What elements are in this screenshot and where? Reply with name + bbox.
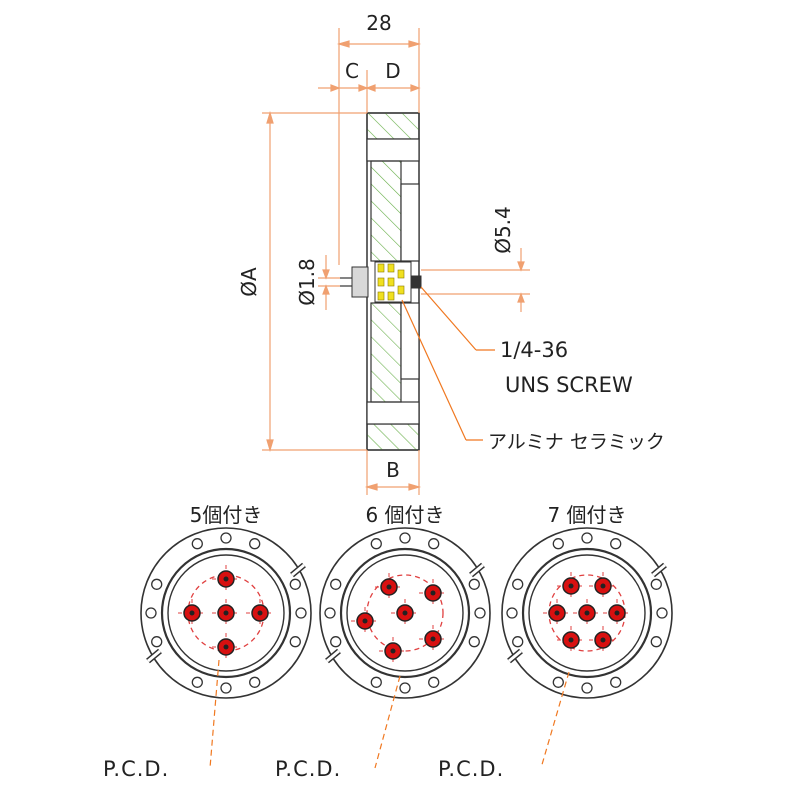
flange-front-7 <box>501 527 673 699</box>
bolt-hole <box>289 636 301 648</box>
pin-center <box>189 610 195 616</box>
pin-center <box>386 584 392 590</box>
bolt-hole <box>552 538 564 550</box>
screw-callout-line1: 1/4-36 <box>500 338 568 362</box>
bolt-hole <box>610 676 622 688</box>
flange-front-5 <box>140 527 312 699</box>
ceramic-insert <box>377 263 405 301</box>
bolt-hole <box>650 578 662 590</box>
bolt-hole <box>151 578 163 590</box>
pin-center <box>223 576 229 582</box>
bolt-hole <box>330 578 342 590</box>
pin-center <box>600 637 606 643</box>
side-view <box>340 112 422 451</box>
bolt-hole <box>552 676 564 688</box>
pin-center <box>584 610 590 616</box>
variant-title-6: 6 個付き <box>365 503 444 527</box>
bolt-hole <box>399 532 411 544</box>
dim-d-label: D <box>385 59 400 83</box>
screw-callout-line2: UNS SCREW <box>505 373 633 397</box>
bolt-hole <box>249 676 261 688</box>
bolt-hole <box>324 607 336 619</box>
bolt-hole <box>474 607 486 619</box>
bolt-hole <box>512 578 524 590</box>
flange-bottom-section <box>366 423 420 451</box>
bolt-hole <box>289 578 301 590</box>
bolt-hole <box>249 538 261 550</box>
bolt-hole <box>220 532 232 544</box>
pcd-leaders <box>209 659 570 769</box>
bolt-hole <box>581 682 593 694</box>
callout-leaders <box>401 286 495 441</box>
pin-center <box>430 590 436 596</box>
bolt-hole <box>468 578 480 590</box>
pcd-label-6: P.C.D. <box>275 757 341 781</box>
bolt-hole <box>330 636 342 648</box>
dim-b-label: B <box>386 458 400 482</box>
pin-center <box>568 637 574 643</box>
bolt-hole <box>370 676 382 688</box>
dim-28-label: 28 <box>366 11 391 35</box>
bolt-hole <box>370 538 382 550</box>
pin-center <box>223 644 229 650</box>
pin-center <box>257 610 263 616</box>
bolt-hole <box>295 607 307 619</box>
pin-center <box>362 618 368 624</box>
bolt-hole <box>151 636 163 648</box>
pin-side <box>340 266 422 298</box>
dim-phi-5-4-label: Ø5.4 <box>491 206 515 254</box>
pin-center <box>600 583 606 589</box>
pcd-label-7: P.C.D. <box>438 757 504 781</box>
bolt-hole <box>220 682 232 694</box>
flange-front-6 <box>319 527 491 699</box>
pcd-label-5: P.C.D. <box>103 757 169 781</box>
bolt-hole <box>506 607 518 619</box>
bolt-hole <box>191 676 203 688</box>
dimension-lines <box>262 28 530 495</box>
bolt-hole <box>512 636 524 648</box>
pin-center <box>223 610 229 616</box>
dim-phi-a-label: ØA <box>237 267 261 297</box>
bolt-hole <box>428 538 440 550</box>
variant-title-7: 7 個付き <box>547 503 626 527</box>
pin-center <box>402 610 408 616</box>
pin-center <box>614 610 620 616</box>
bolt-hole <box>581 532 593 544</box>
bolt-hole <box>468 636 480 648</box>
pin-center <box>568 583 574 589</box>
dim-phi-1-8-label: Ø1.8 <box>295 258 319 306</box>
pin-center <box>554 610 560 616</box>
bolt-hole <box>656 607 668 619</box>
ceramic-upper-hatch <box>370 160 402 262</box>
flange-top-section <box>366 112 420 140</box>
ceramic-lower-hatch <box>370 302 402 403</box>
variant-title-5: 5個付き <box>190 503 263 527</box>
bolt-hole <box>145 607 157 619</box>
bolt-hole <box>650 636 662 648</box>
front-views <box>140 527 673 699</box>
pin-center <box>390 648 396 654</box>
bolt-hole <box>428 676 440 688</box>
pin-center <box>430 636 436 642</box>
bolt-hole <box>610 538 622 550</box>
bolt-hole <box>191 538 203 550</box>
bolt-hole <box>399 682 411 694</box>
dim-c-label: C <box>345 59 359 83</box>
ceramic-callout: アルミナ セラミック <box>488 431 665 453</box>
